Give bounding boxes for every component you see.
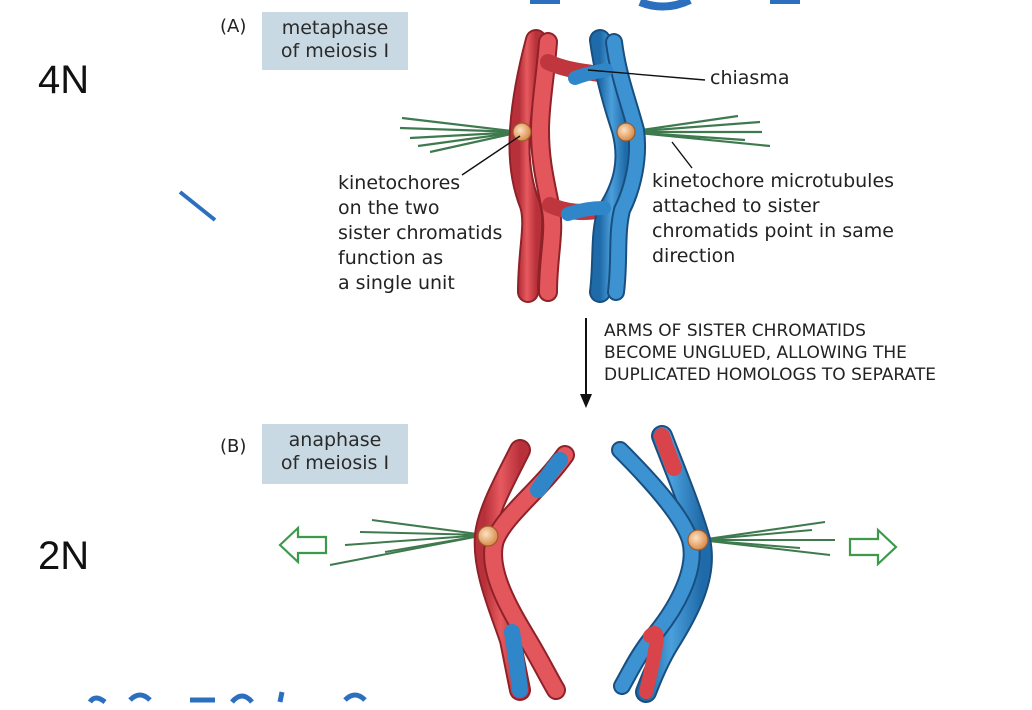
kinetochore-right-b — [687, 529, 709, 551]
microtubules-right-b — [699, 521, 835, 556]
panel-a-stage-line-1: metaphase — [281, 17, 389, 39]
chiasma-label: chiasma — [710, 67, 790, 89]
microtubules-line-3: chromatids point in same — [652, 220, 894, 242]
panel-b-letter: (B) — [220, 436, 247, 457]
hollow-arrow-right-icon — [848, 527, 898, 567]
microtubules-line-1: kinetochore microtubules — [652, 170, 895, 192]
kinetochores-line-5: a single unit — [338, 272, 455, 294]
chiasma-leader — [587, 69, 706, 81]
panel-b-stage-line-2: of meiosis I — [280, 452, 390, 474]
panel-b-stage-line-1: anaphase — [288, 429, 382, 451]
hollow-arrow-left-icon — [278, 525, 328, 565]
paternal-homolog-a — [561, 29, 647, 303]
slide-top-accent — [530, 0, 800, 11]
kinetochores-note: kinetochores on the two sister chromatid… — [338, 171, 502, 296]
microtubules-left-a — [399, 116, 521, 154]
microtubules-note: kinetochore microtubules attached to sis… — [652, 169, 894, 269]
kinetochores-line-3: sister chromatids — [338, 222, 503, 244]
kinetochores-line-1: kinetochores — [338, 172, 461, 194]
transition-line-3: DUPLICATED HOMOLOGS TO SEPARATE — [604, 365, 936, 385]
kinetochore-right-a — [616, 122, 636, 142]
kinetochores-leader — [461, 135, 521, 176]
microtubules-line-4: direction — [652, 245, 736, 267]
panel-a-letter: (A) — [220, 16, 247, 37]
panel-a-stage-box: metaphase of meiosis I — [262, 12, 408, 70]
microtubules-left-b — [329, 519, 486, 566]
panel-a-stage-line-2: of meiosis I — [280, 40, 390, 62]
microtubules-right-a — [627, 114, 771, 148]
transition-arrow — [580, 318, 592, 408]
maternal-homolog-b — [473, 439, 575, 701]
transition-line-2: BECOME UNGLUED, ALLOWING THE — [604, 343, 907, 363]
transition-line-1: ARMS OF SISTER CHROMATIDS — [604, 321, 866, 341]
ploidy-2n-label: 2N — [38, 534, 90, 578]
kinetochores-line-4: function as — [338, 247, 444, 269]
paternal-homolog-b — [611, 425, 713, 703]
microtubules-line-2: attached to sister — [652, 195, 820, 217]
microtubules-leader — [671, 141, 693, 169]
kinetochores-line-2: on the two — [338, 197, 440, 219]
ploidy-4n-label: 4N — [38, 58, 90, 102]
kinetochore-left-b — [477, 525, 499, 547]
slide-bottom-accent — [87, 691, 367, 705]
panel-b-stage-box: anaphase of meiosis I — [262, 424, 408, 484]
transition-caption: ARMS OF SISTER CHROMATIDS BECOME UNGLUED… — [604, 320, 936, 386]
slide-slash-accent — [178, 190, 217, 222]
kinetochore-left-a — [512, 122, 532, 142]
